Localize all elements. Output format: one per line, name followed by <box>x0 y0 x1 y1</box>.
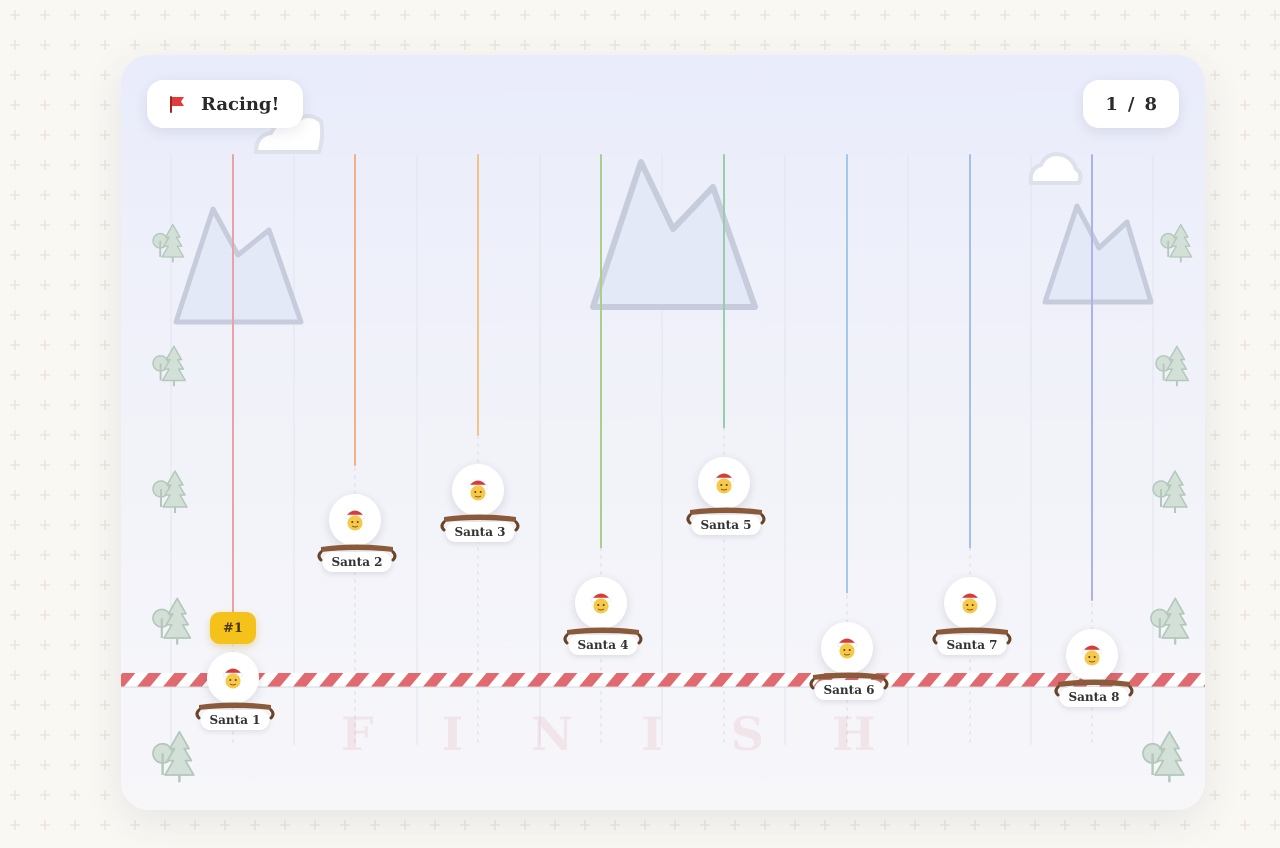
santa-avatar <box>821 621 873 674</box>
racer-name: Santa 4 <box>568 634 638 655</box>
racer: Santa 2 <box>307 494 407 604</box>
tree-icon <box>1142 730 1185 783</box>
santa-avatar <box>944 576 996 629</box>
racer-name: Santa 7 <box>937 634 1007 655</box>
tree-icon <box>1150 597 1190 645</box>
race-status: Racing! <box>147 80 304 128</box>
tree-icon <box>1160 223 1193 263</box>
tree-icon <box>152 597 192 645</box>
santa-icon <box>344 510 366 531</box>
tree-icon <box>152 345 187 387</box>
race-track-card: FINISH Racing! 1 / 8 #1 Santa 1 Santa 2 Sa… <box>121 55 1205 810</box>
santa-icon <box>222 668 244 688</box>
santa-icon <box>1081 645 1103 666</box>
round-total: 8 <box>1144 93 1157 115</box>
racer-name: Santa 8 <box>1059 687 1129 707</box>
sled-icon <box>440 514 520 532</box>
race-scene <box>121 114 1205 783</box>
sled-icon <box>809 672 889 689</box>
status-label: Racing! <box>201 93 280 115</box>
tree-decorations <box>152 223 1193 783</box>
sled-icon <box>195 702 275 719</box>
santa-avatar <box>329 494 381 546</box>
santa-icon <box>713 473 735 493</box>
tree-icon <box>1155 345 1190 387</box>
round-current: 1 <box>1105 93 1118 115</box>
tree-icon <box>152 730 195 783</box>
tree-icon <box>152 223 185 263</box>
round-counter: 1 / 8 <box>1083 80 1179 128</box>
racer-name: Santa 2 <box>322 552 392 572</box>
sled-icon <box>563 627 643 644</box>
santa-icon <box>959 593 981 613</box>
racer-trails <box>232 154 1093 624</box>
finish-label: FINISH <box>341 707 944 761</box>
santa-avatar <box>1066 629 1118 681</box>
racer: Santa 6 <box>799 621 899 732</box>
racer-name: Santa 3 <box>445 522 515 542</box>
racer: Santa 8 <box>1044 629 1144 739</box>
racer: Santa 3 <box>430 464 530 574</box>
santa-icon <box>590 593 612 613</box>
sled-icon <box>1054 679 1134 697</box>
sled-icon <box>317 544 397 562</box>
racer-name: Santa 5 <box>691 514 761 535</box>
racer: Santa 5 <box>676 456 776 567</box>
racer-name: Santa 1 <box>200 709 270 730</box>
sled-icon <box>686 507 766 524</box>
racer: Santa 1 <box>185 651 285 762</box>
sled-icon <box>932 627 1012 644</box>
mountain-icon <box>173 206 304 325</box>
racer-name: Santa 6 <box>814 679 884 700</box>
tree-icon <box>152 470 188 513</box>
racer: Santa 7 <box>922 576 1022 687</box>
mountain-icon <box>590 159 758 310</box>
flag-icon <box>170 96 184 113</box>
santa-avatar <box>698 456 750 509</box>
santa-icon <box>467 480 489 501</box>
cloud-icon <box>1028 152 1083 185</box>
santa-avatar <box>207 651 259 704</box>
finish-line <box>121 673 1205 687</box>
santa-avatar <box>575 576 627 629</box>
tree-icon <box>1152 470 1188 513</box>
santa-icon <box>836 638 858 658</box>
racer: Santa 4 <box>553 576 653 687</box>
leader-rank-badge: #1 <box>210 612 256 644</box>
santa-avatar <box>452 464 504 516</box>
mountain-icon <box>1042 203 1154 305</box>
round-separator: / <box>1127 93 1135 115</box>
